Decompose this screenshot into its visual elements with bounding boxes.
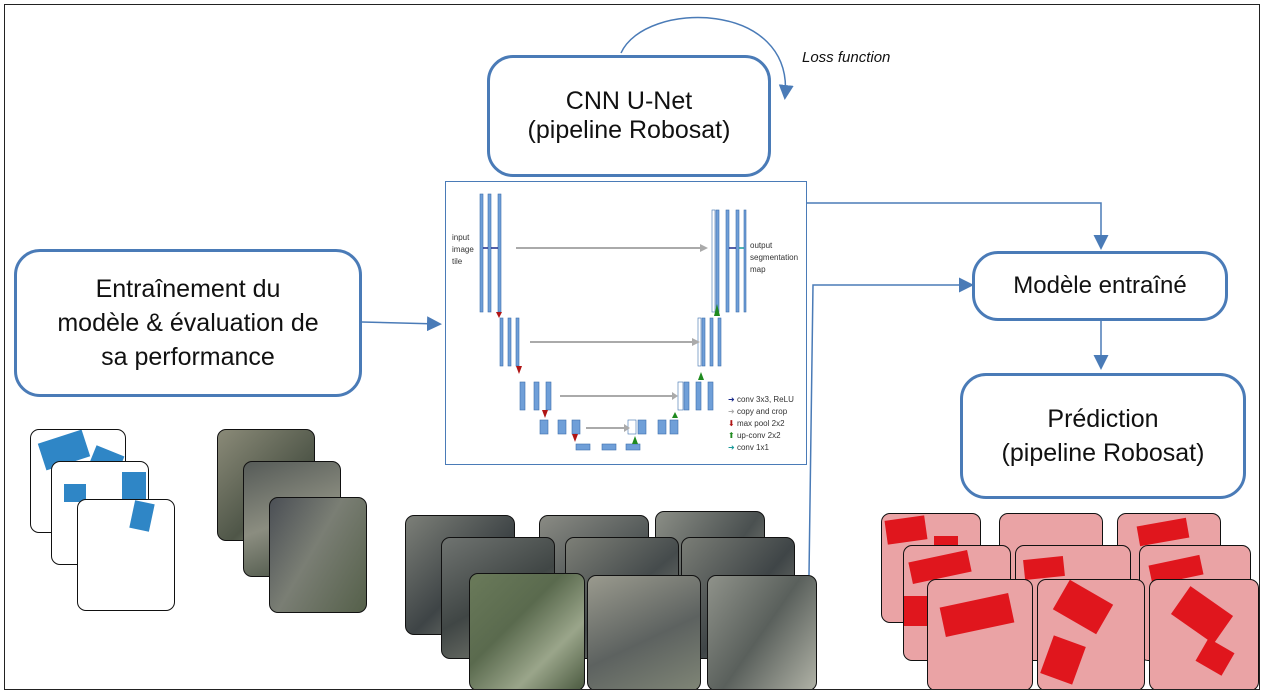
aerial-tile <box>269 497 367 613</box>
legend-max-pool: ⬇ max pool 2x2 <box>728 419 785 428</box>
training-to-unet-arrow <box>361 316 442 332</box>
prediction-tile <box>1149 579 1259 689</box>
prediction-label: Prédiction (pipeline Robosat) <box>1001 405 1205 467</box>
training-box: Entraînement du modèle & évaluation de s… <box>14 249 362 397</box>
unet-output-label: output segmentation map <box>750 241 799 274</box>
legend-copy-crop: ➜ copy and crop <box>728 407 788 416</box>
unet-legend: ➜ conv 3x3, ReLU ➜ copy and crop ⬇ max p… <box>728 394 794 454</box>
prediction-tile <box>927 579 1033 689</box>
diagram-frame: Loss function CNN U-Net (pipeline Robosa… <box>4 4 1260 690</box>
prediction-box: Prédiction (pipeline Robosat) <box>960 373 1246 499</box>
unet-drawing <box>479 193 747 451</box>
aerial-tile <box>469 573 585 689</box>
trained-model-label: Modèle entraîné <box>1013 272 1187 299</box>
legend-conv: ➜ conv 3x3, ReLU <box>728 395 794 404</box>
connector-layer <box>361 16 1109 576</box>
images-to-model-arrow <box>808 277 974 576</box>
loss-loop-arrow <box>620 16 794 100</box>
training-label: Entraînement du modèle & évaluation de s… <box>57 275 319 371</box>
aerial-tile <box>707 575 817 689</box>
cnn-unet-box: CNN U-Net (pipeline Robosat) <box>487 55 771 177</box>
cnn-unet-label: CNN U-Net (pipeline Robosat) <box>527 87 731 144</box>
unet-to-model-arrow <box>803 202 1109 250</box>
trained-model-box: Modèle entraîné <box>972 251 1228 321</box>
aerial-tile <box>587 575 701 689</box>
legend-up-conv: ⬆ up-conv 2x2 <box>728 431 781 440</box>
loss-function-label: Loss function <box>802 49 891 66</box>
prediction-tile <box>1037 579 1145 689</box>
legend-conv1x1: ➜ conv 1x1 <box>728 443 769 452</box>
unet-architecture-figure: input image tile output segmentation map… <box>445 181 807 465</box>
mask-tile <box>77 499 175 611</box>
unet-input-label: input image tile <box>452 233 474 266</box>
